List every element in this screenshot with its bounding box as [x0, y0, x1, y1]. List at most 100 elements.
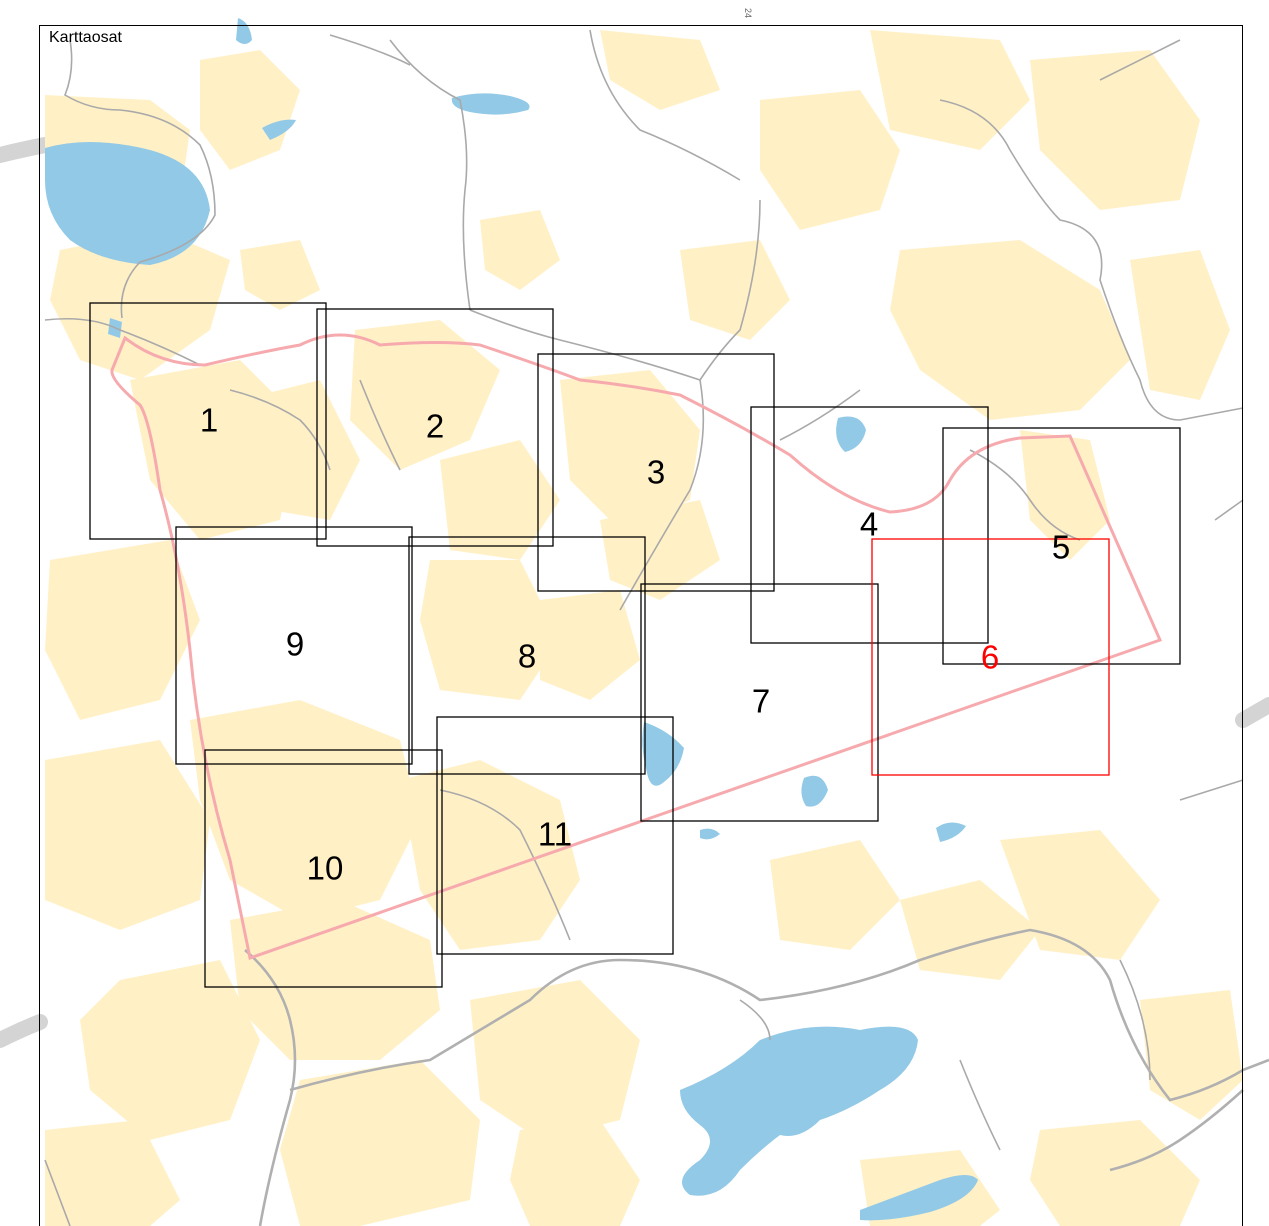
field-patch — [45, 740, 210, 930]
field-patch — [600, 500, 720, 600]
field-patch — [680, 240, 790, 340]
road — [959, 1059, 1001, 1151]
road — [619, 379, 705, 611]
map-tile-2[interactable] — [316, 308, 554, 547]
field-patch — [350, 320, 500, 470]
road — [589, 29, 741, 181]
map-tiles — [89, 302, 1181, 988]
road — [1099, 39, 1181, 81]
map-tile-9[interactable] — [175, 526, 413, 765]
tile-label-10[interactable]: 10 — [306, 849, 344, 887]
map-tile-6[interactable] — [871, 538, 1110, 776]
road — [359, 379, 401, 471]
lake — [936, 822, 966, 842]
road — [439, 789, 571, 941]
tile-label-8[interactable]: 8 — [517, 637, 537, 675]
lake — [836, 416, 866, 452]
field-patch — [45, 540, 200, 720]
map-tile-11[interactable] — [436, 716, 674, 955]
road — [64, 39, 216, 319]
field-patch — [510, 1120, 640, 1226]
field-patch — [1140, 990, 1243, 1120]
map-tile-10[interactable] — [204, 749, 443, 988]
field-areas — [45, 30, 1243, 1226]
field-patch — [440, 440, 560, 560]
field-patch — [80, 960, 260, 1140]
map-title: Karttaosat — [49, 29, 122, 46]
highways — [244, 928, 1269, 1226]
roads — [44, 29, 1244, 1226]
area-boundary — [110, 333, 1163, 960]
tile-label-2[interactable]: 2 — [425, 407, 445, 445]
field-patch — [1000, 830, 1160, 960]
field-patch — [560, 370, 700, 530]
tile-label-3[interactable]: 3 — [646, 453, 666, 491]
road — [1119, 959, 1151, 1081]
field-patch — [240, 240, 320, 310]
tile-label-4[interactable]: 4 — [859, 505, 879, 543]
road — [469, 199, 761, 381]
tile-label-9[interactable]: 9 — [285, 625, 305, 663]
major-road — [0, 1014, 48, 1048]
road — [969, 449, 1081, 541]
highway — [1109, 1089, 1244, 1172]
road — [779, 389, 861, 441]
lake — [700, 828, 720, 840]
tile-label-7[interactable]: 7 — [751, 682, 771, 720]
major-roads — [0, 137, 1269, 1048]
field-patch — [870, 30, 1030, 150]
grid-coordinate-label: 24 — [743, 8, 753, 19]
field-patch — [1030, 1120, 1200, 1226]
road — [329, 34, 411, 66]
lake — [262, 119, 296, 140]
field-patch — [1020, 430, 1110, 560]
map-tile-8[interactable] — [408, 536, 646, 775]
road — [389, 39, 471, 311]
field-patch — [230, 900, 440, 1060]
tile-label-11[interactable]: 11 — [537, 815, 573, 853]
tile-label-1[interactable]: 1 — [199, 401, 219, 439]
road — [1179, 407, 1244, 421]
field-patch — [1030, 50, 1200, 210]
road — [739, 999, 771, 1041]
lake — [642, 722, 684, 786]
lake — [801, 775, 828, 807]
road — [1214, 499, 1244, 521]
road — [939, 99, 1181, 421]
field-patch — [200, 50, 300, 170]
road — [44, 1159, 71, 1226]
field-patch — [480, 210, 560, 290]
field-patch — [240, 380, 360, 520]
tile-label-6[interactable]: 6 — [980, 638, 1000, 676]
highway — [1242, 1058, 1269, 1072]
road — [44, 317, 201, 366]
water-bodies — [45, 18, 978, 1221]
field-patch — [420, 560, 560, 700]
lake — [451, 93, 530, 115]
major-road — [0, 137, 53, 163]
field-patch — [400, 760, 580, 950]
road — [1179, 779, 1244, 801]
highway — [244, 949, 297, 1226]
map-tile-4[interactable] — [750, 406, 989, 644]
field-patch — [45, 1120, 180, 1226]
major-road — [1235, 697, 1269, 728]
field-patch — [760, 90, 900, 230]
map-tile-7[interactable] — [640, 583, 879, 822]
field-patch — [1130, 250, 1230, 400]
lake — [680, 1026, 918, 1196]
map-tile-3[interactable] — [537, 353, 775, 592]
field-patch — [770, 840, 900, 950]
field-patch — [470, 980, 640, 1140]
map-tile-5[interactable] — [942, 427, 1181, 665]
field-patch — [540, 590, 640, 700]
lake — [45, 141, 210, 265]
field-patch — [50, 230, 230, 380]
lake — [860, 1175, 978, 1221]
field-patch — [600, 30, 720, 110]
map-tile-1[interactable] — [89, 302, 327, 540]
tile-label-5[interactable]: 5 — [1051, 528, 1071, 566]
road — [229, 389, 331, 471]
